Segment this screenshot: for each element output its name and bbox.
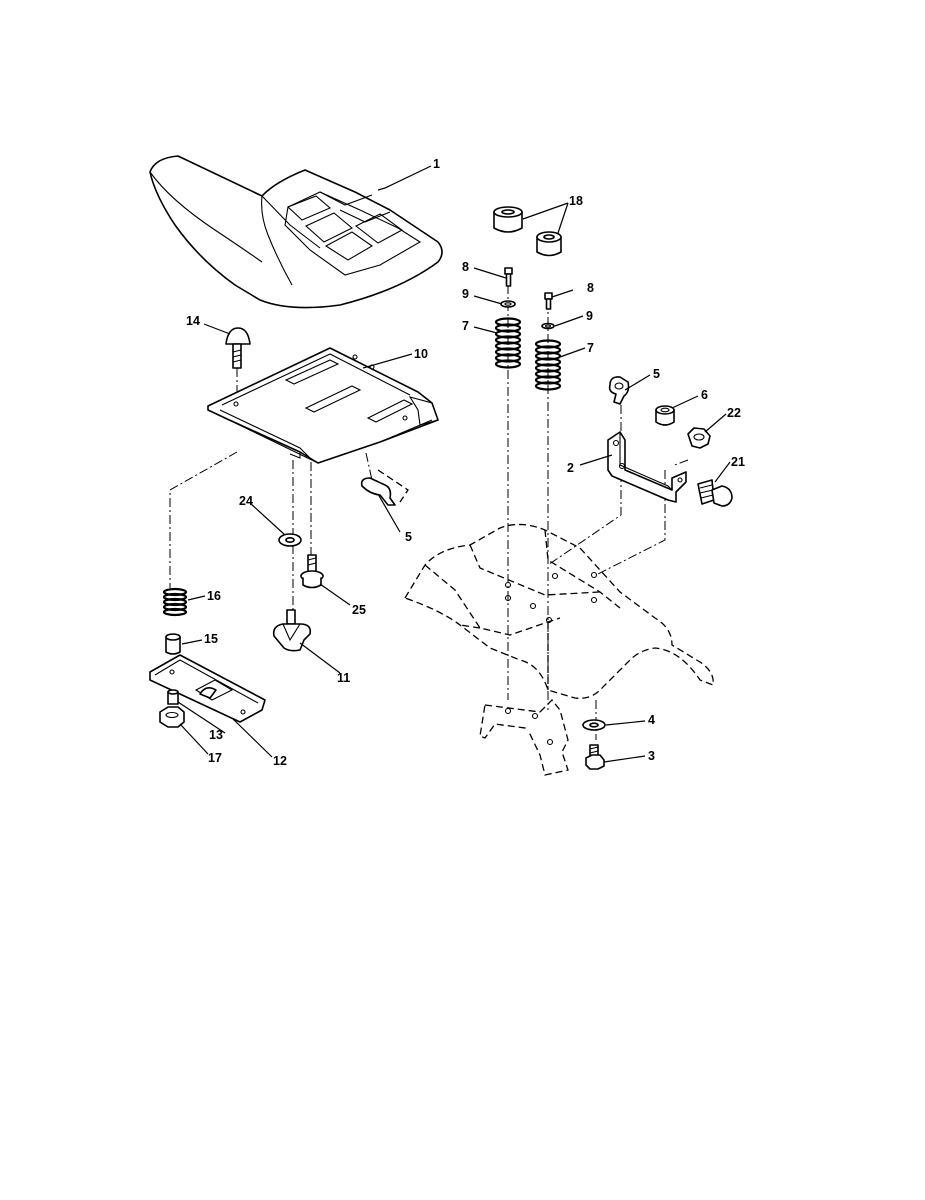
callout-5-right: 5: [653, 367, 660, 381]
bolt-3: [585, 744, 605, 770]
callout-10: 10: [414, 347, 428, 361]
slide-plate: [149, 654, 266, 723]
knob: [272, 609, 312, 652]
spacer-18-left: [493, 206, 523, 233]
callout-25: 25: [352, 603, 366, 617]
washer-24: [278, 533, 302, 547]
callout-8-right: 8: [587, 281, 594, 295]
spring-7-right: [534, 339, 562, 391]
seat-pan: [207, 347, 439, 464]
seat: [149, 155, 443, 309]
nut-22: [687, 427, 711, 449]
callout-14: 14: [186, 314, 200, 328]
callout-7-right: 7: [587, 341, 594, 355]
callout-6: 6: [701, 388, 708, 402]
carriage-bolt: [225, 327, 251, 369]
washer-9-right: [541, 322, 555, 330]
callout-3: 3: [648, 749, 655, 763]
bushing-15: [165, 633, 181, 655]
bolt-8-left: [504, 267, 513, 287]
callout-17: 17: [208, 751, 222, 765]
fender-frame-ghost: [404, 523, 714, 699]
callout-5-left: 5: [405, 530, 412, 544]
callout-16: 16: [207, 589, 221, 603]
callout-13: 13: [209, 728, 223, 742]
leader-lines: [177, 165, 731, 763]
callout-8-left: 8: [462, 260, 469, 274]
callout-21: 21: [731, 455, 745, 469]
nut-17: [159, 706, 185, 728]
spring-16: [162, 587, 188, 617]
spacer-18-right: [536, 231, 562, 257]
callout-labels: 1 18 8 8 9 9 7 7 14 10 5 6 22 2 21 24 5 …: [186, 157, 745, 768]
lower-bracket-ghost: [479, 699, 569, 776]
mounting-bracket: [607, 431, 687, 503]
callout-24: 24: [239, 494, 253, 508]
callout-15: 15: [204, 632, 218, 646]
bushing-13: [167, 689, 179, 705]
spacer-6: [655, 405, 675, 426]
callout-4: 4: [648, 713, 655, 727]
washer-4: [582, 719, 606, 731]
callout-9-right: 9: [586, 309, 593, 323]
callout-12: 12: [273, 754, 287, 768]
callout-7-left: 7: [462, 319, 469, 333]
callout-22: 22: [727, 406, 741, 420]
washer-9-left: [500, 300, 516, 308]
callout-9-left: 9: [462, 287, 469, 301]
bolt-8-right: [544, 292, 553, 310]
callout-18: 18: [569, 194, 583, 208]
shoulder-bolt-25: [300, 554, 324, 589]
spring-7-left: [494, 317, 522, 369]
clip-right: [608, 376, 630, 405]
shoulder-bolt-21: [697, 479, 733, 507]
callout-2: 2: [567, 461, 574, 475]
callout-1: 1: [433, 157, 440, 171]
callout-11: 11: [337, 671, 350, 685]
clip-left: [360, 469, 409, 506]
